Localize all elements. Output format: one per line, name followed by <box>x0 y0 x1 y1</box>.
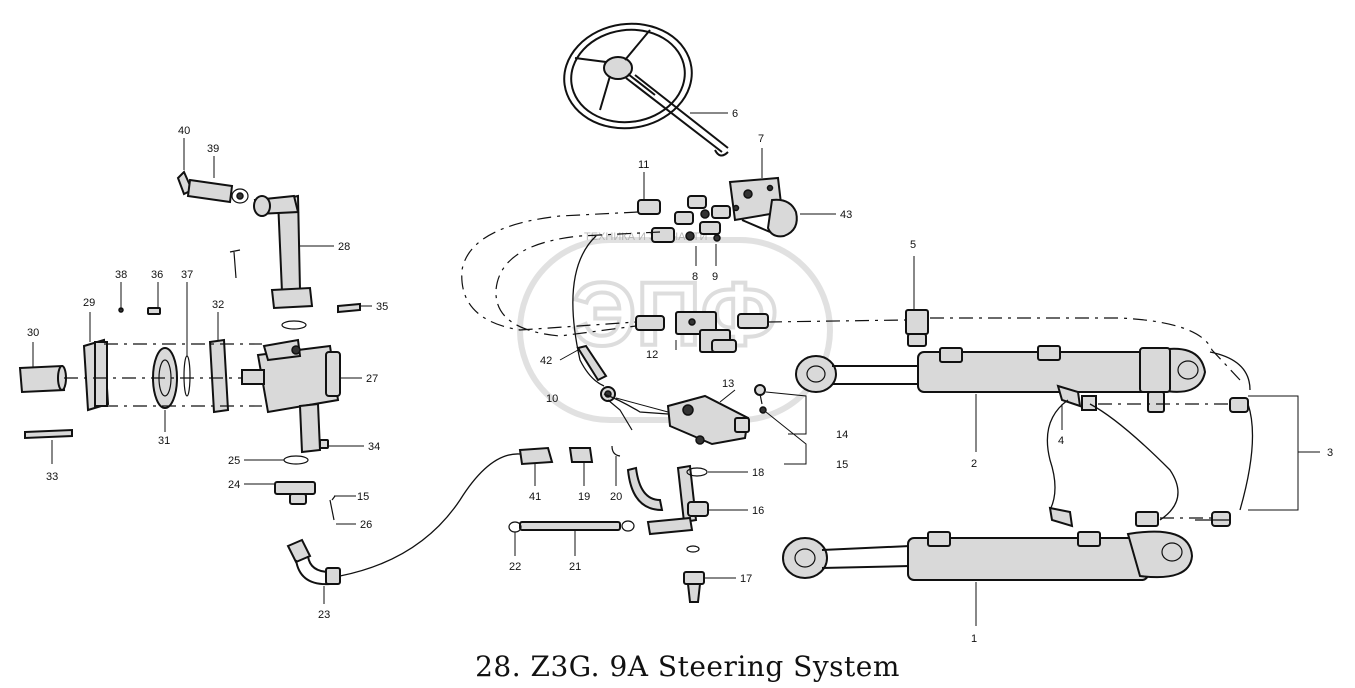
label-40: 40 <box>178 125 190 137</box>
suction-fittings <box>176 170 249 204</box>
label-19: 19 <box>578 491 590 503</box>
steering-cylinder-1 <box>782 530 1194 581</box>
part-numbers: 1 2 3 4 5 6 7 8 9 10 11 12 13 14 15 15 1… <box>27 108 1333 645</box>
steering-wheel <box>563 22 729 157</box>
label-24: 24 <box>228 479 240 491</box>
bolts <box>24 249 361 440</box>
label-18: 18 <box>752 467 764 479</box>
label-14: 14 <box>836 429 848 441</box>
label-29: 29 <box>83 297 95 309</box>
priority-valve-13 <box>600 384 767 446</box>
label-28: 28 <box>338 241 350 253</box>
label-6: 6 <box>732 108 738 120</box>
diagram-title: 28. Z3G. 9A Steering System <box>475 650 900 683</box>
label-10: 10 <box>546 393 558 405</box>
label-39: 39 <box>207 143 219 155</box>
cylinder-fittings <box>905 309 1249 528</box>
label-15a: 15 <box>836 459 848 471</box>
flow-valve-12 <box>635 311 769 353</box>
label-21: 21 <box>569 561 581 573</box>
label-15b: 15 <box>357 491 369 503</box>
pipe-21 <box>508 520 635 533</box>
label-25: 25 <box>228 455 240 467</box>
label-16: 16 <box>752 505 764 517</box>
hydraulic-lines <box>64 211 1254 577</box>
label-38: 38 <box>115 269 127 281</box>
label-3: 3 <box>1327 447 1333 459</box>
steering-cylinder-2 <box>795 345 1207 393</box>
label-30: 30 <box>27 327 39 339</box>
watermark-text: ТЕХНИКА И ЗАПЧАСТИ <box>584 231 707 243</box>
label-17: 17 <box>740 573 752 585</box>
label-22: 22 <box>509 561 521 573</box>
label-8: 8 <box>692 271 698 283</box>
steering-unit <box>728 176 798 238</box>
label-9: 9 <box>712 271 718 283</box>
label-5: 5 <box>910 239 916 251</box>
label-43: 43 <box>840 209 852 221</box>
label-27: 27 <box>366 373 378 385</box>
label-23: 23 <box>318 609 330 621</box>
label-37: 37 <box>181 269 193 281</box>
label-41: 41 <box>529 491 541 503</box>
label-32: 32 <box>212 299 224 311</box>
label-33: 33 <box>46 471 58 483</box>
label-13: 13 <box>722 378 734 390</box>
fittings-cluster <box>637 195 731 243</box>
label-4: 4 <box>1058 435 1064 447</box>
diagram-caption: 28. Z3G. 9A Steering System <box>0 650 1355 683</box>
label-20: 20 <box>610 491 622 503</box>
label-36: 36 <box>151 269 163 281</box>
label-31: 31 <box>158 435 170 447</box>
label-1: 1 <box>971 633 977 645</box>
label-12: 12 <box>646 349 658 361</box>
pipe-fittings-lower <box>518 445 709 603</box>
label-35: 35 <box>376 301 388 313</box>
leader-lines <box>32 112 1320 626</box>
label-34: 34 <box>368 441 380 453</box>
label-11: 11 <box>638 159 649 171</box>
elbow-fitting-23 <box>286 538 341 586</box>
label-42: 42 <box>540 355 552 367</box>
label-26: 26 <box>360 519 372 531</box>
pump-assembly <box>18 194 341 521</box>
label-7: 7 <box>758 133 764 145</box>
label-2: 2 <box>971 458 977 470</box>
